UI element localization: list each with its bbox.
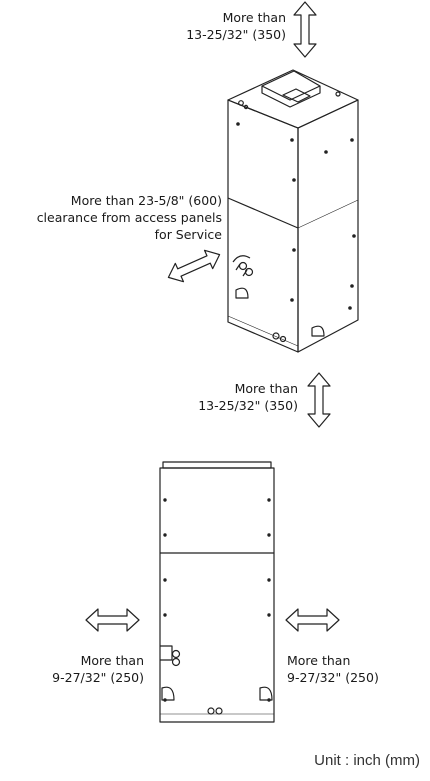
front-view-pipes xyxy=(160,645,181,667)
bottom-clearance-label: More than 13-25/32" (350) xyxy=(198,380,298,414)
top-clearance-line-2: 13-25/32" (350) xyxy=(186,27,286,42)
drain-tab-left xyxy=(235,287,249,299)
drain-tab-right xyxy=(311,325,325,337)
top-clearance-arrow xyxy=(293,1,317,58)
right-clearance-line-2: 9-27/32" (250) xyxy=(287,670,379,685)
left-clearance-arrow xyxy=(85,608,140,632)
right-clearance-line-1: More than xyxy=(287,653,351,668)
bottom-clearance-line-2: 13-25/32" (350) xyxy=(198,398,298,413)
front-drain-tab-right xyxy=(259,686,273,701)
service-clearance-line-3: for Service xyxy=(154,227,222,242)
right-clearance-label: More than 9-27/32" (250) xyxy=(287,652,379,686)
bottom-clearance-arrow xyxy=(307,372,331,428)
service-clearance-line-2: clearance from access panels xyxy=(36,210,222,225)
unit-side-face xyxy=(297,99,359,353)
unit-note: Unit : inch (mm) xyxy=(314,752,420,769)
isometric-air-handler xyxy=(227,69,359,353)
refrigerant-pipes xyxy=(232,255,254,277)
service-clearance-label: More than 23-5/8" (600) clearance from a… xyxy=(37,192,222,243)
service-clearance-arrow xyxy=(167,249,221,283)
left-clearance-line-2: 9-27/32" (250) xyxy=(52,670,144,685)
right-clearance-arrow xyxy=(285,608,340,632)
bottom-clearance-line-1: More than xyxy=(234,381,298,396)
top-clearance-label: More than 13-25/32" (350) xyxy=(186,9,286,43)
front-view-air-handler xyxy=(159,461,275,723)
unit-front-face xyxy=(227,99,299,353)
panel-seam xyxy=(227,197,299,229)
drain-fitting xyxy=(272,332,280,340)
left-clearance-line-1: More than xyxy=(80,653,144,668)
left-clearance-label: More than 9-27/32" (250) xyxy=(52,652,144,686)
service-clearance-line-1: More than 23-5/8" (600) xyxy=(70,193,222,208)
top-duct-collar xyxy=(261,70,321,101)
top-clearance-line-1: More than xyxy=(222,10,286,25)
front-drain-tab-left xyxy=(161,686,175,701)
front-view-top-flange xyxy=(162,461,272,469)
front-view-body xyxy=(159,467,275,723)
